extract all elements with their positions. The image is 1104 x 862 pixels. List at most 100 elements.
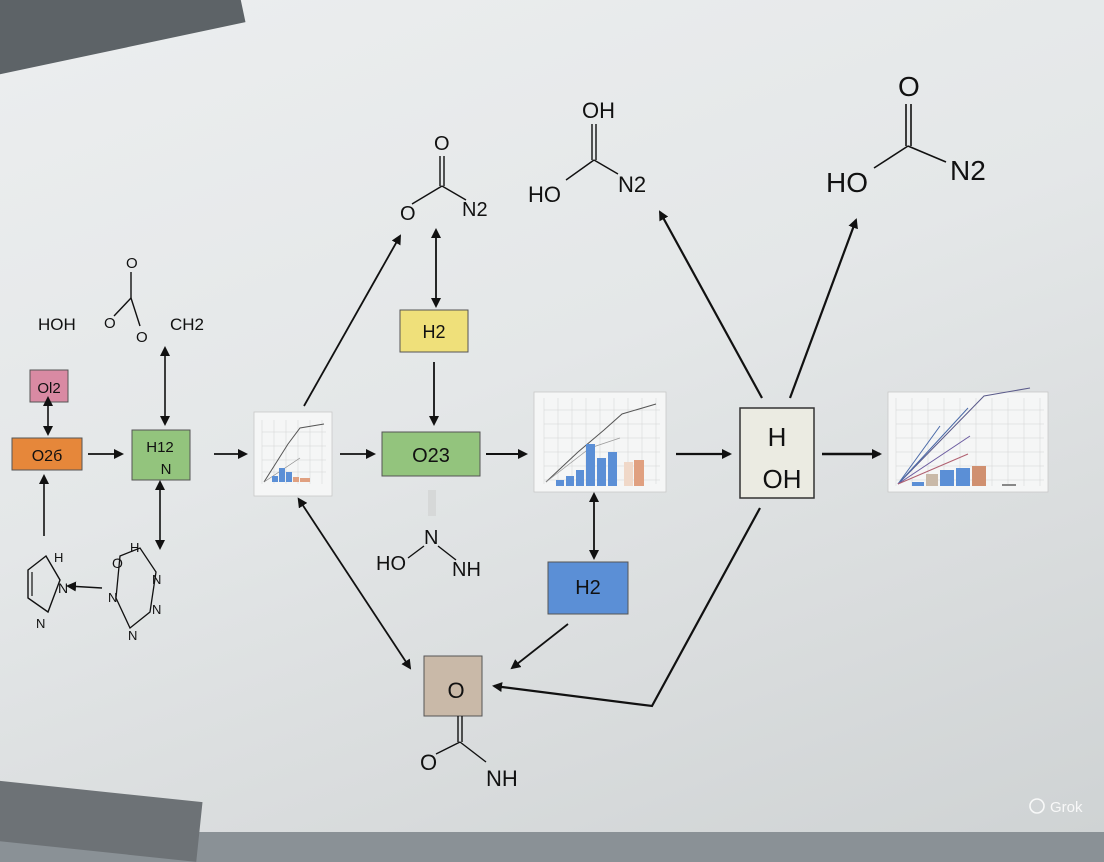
ring-molecule-2: H O N N N N <box>108 540 161 643</box>
arrow-chart1-top-molecule <box>303 234 401 407</box>
chart1-bar-1 <box>272 476 278 482</box>
box-ol2-label: Ol2 <box>37 380 60 397</box>
carbonate-bond-3 <box>130 297 141 327</box>
chart2-bar-3 <box>576 470 584 486</box>
ring2-n4: N <box>128 628 137 643</box>
box-h2-yellow[interactable]: H2 <box>399 309 469 353</box>
right-molecule-n2: N2 <box>950 155 986 186</box>
hydroxylamine-ho: HO <box>376 553 406 575</box>
box-h-oh-rect <box>739 407 815 499</box>
bottom-molecule-bond-3 <box>435 741 461 755</box>
chart3-line-5 <box>897 453 969 485</box>
mid-molecule-n2: N2 <box>618 172 646 197</box>
box-h2-blue-label: H2 <box>575 577 601 599</box>
ch2-label: CH2 <box>170 315 204 334</box>
bottom-molecule: O NH <box>420 716 518 791</box>
chart1-bar-3 <box>286 472 292 482</box>
faint-mark <box>428 490 436 516</box>
right-molecule-bond-4 <box>907 145 947 163</box>
bottom-molecule-bond-4 <box>459 741 487 763</box>
right-molecule-bond-3 <box>873 145 909 169</box>
arrow-hoh-mid-molecule <box>659 210 763 399</box>
hydroxylamine-molecule: N HO NH <box>376 527 481 581</box>
carbonate-bond-2 <box>113 297 132 317</box>
grok-watermark-text: Grok <box>1050 799 1083 816</box>
chart3-line-3 <box>897 425 941 485</box>
box-h2-yellow-rect <box>399 309 469 353</box>
chart3-bar-4 <box>956 468 970 486</box>
chart2-bar-6 <box>608 452 617 486</box>
mid-molecule-ho: HO <box>528 182 561 207</box>
ring1-n2: N <box>36 616 45 631</box>
top-molecule-bond-4 <box>441 185 467 201</box>
chart3-line-2 <box>897 407 969 485</box>
chart-thumbnail-2 <box>533 391 667 493</box>
box-h2n-label-bottom: N <box>161 461 172 478</box>
ring2-h: H <box>130 540 139 555</box>
top-molecule-o-left: O <box>400 203 416 225</box>
arrow-hoh-right-molecule <box>788 218 858 399</box>
chart2-bar-1 <box>556 480 564 486</box>
chart-thumbnail-3 <box>887 387 1049 493</box>
chart3-bar-3 <box>940 470 954 486</box>
mid-molecule-bond-4 <box>593 159 619 175</box>
box-ol2[interactable]: Ol2 <box>29 369 69 403</box>
box-carbonyl[interactable]: O <box>423 655 483 717</box>
hydroxylamine-bond-1 <box>407 545 425 559</box>
box-o23[interactable]: O23 <box>381 431 481 477</box>
box-h2n-rect <box>131 429 191 481</box>
hydroxylamine-bond-2 <box>437 545 457 561</box>
chart3-line-4 <box>897 435 971 485</box>
chart2-bar-2 <box>566 476 574 486</box>
mid-top-molecule: OH HO N2 <box>528 98 646 207</box>
box-o2b-rect <box>11 437 83 471</box>
arrow-hoh-bottom-box <box>492 507 761 708</box>
reaction-diagram: HOH O O O CH2 Ol2 O2б H12 N H N N H O N <box>11 71 1083 816</box>
ring2-n3: N <box>152 602 161 617</box>
box-o23-rect <box>381 431 481 477</box>
bottom-molecule-nh: NH <box>486 766 518 791</box>
top-molecule-bond-3 <box>411 185 443 205</box>
left-molecules: HOH O O O CH2 <box>38 255 204 346</box>
chart3-bar-5 <box>972 466 986 486</box>
top-molecule-n2: N2 <box>462 199 488 221</box>
chart-thumbnail-1 <box>253 411 333 497</box>
grok-watermark: Grok <box>1029 798 1083 816</box>
mid-molecule-oh: OH <box>582 98 615 123</box>
ring2-o: O <box>112 555 123 571</box>
box-h2-blue[interactable]: H2 <box>547 561 629 615</box>
chart3-line-1 <box>897 387 1031 485</box>
right-top-molecule: O HO N2 <box>826 71 986 198</box>
chart2-bar-4 <box>586 444 595 486</box>
box-h2-yellow-label: H2 <box>422 322 445 342</box>
chart1-bar-4 <box>293 477 299 482</box>
ring2-bonds <box>115 547 157 630</box>
box-o2b-label: O2б <box>32 448 63 465</box>
top-molecule: O O N2 <box>400 133 488 225</box>
box-h2n[interactable]: H12 N <box>131 429 191 481</box>
ring1-h: H <box>54 550 63 565</box>
box-o23-label: O23 <box>412 445 450 467</box>
hydroxylamine-nh: NH <box>452 559 481 581</box>
box-h2-blue-rect <box>547 561 629 615</box>
hoh-label: HOH <box>38 315 76 334</box>
carbonate-o-left: O <box>104 315 116 332</box>
chart2-bar-5 <box>597 458 606 486</box>
ring1-n1: N <box>58 580 68 596</box>
mid-molecule-bond-3 <box>565 159 595 181</box>
box-h-oh-label-top: H <box>768 422 787 452</box>
right-molecule-o: O <box>898 71 920 102</box>
bottom-molecule-o: O <box>420 750 437 775</box>
arrow-h2blue-bottom-box <box>510 623 569 670</box>
box-carbonyl-label: O <box>447 678 464 703</box>
box-carbonyl-rect <box>423 655 483 717</box>
chart3-bar-2 <box>926 474 938 486</box>
chart1-frame <box>253 411 333 497</box>
box-h-oh[interactable]: H OH <box>739 407 815 499</box>
grok-logo-icon <box>1029 798 1045 814</box>
ring1-bonds <box>27 554 61 614</box>
chart3-bar-6 <box>1002 484 1016 486</box>
box-o2b[interactable]: O2б <box>11 437 83 471</box>
top-molecule-o: O <box>434 133 450 155</box>
right-molecule-ho: HO <box>826 167 868 198</box>
